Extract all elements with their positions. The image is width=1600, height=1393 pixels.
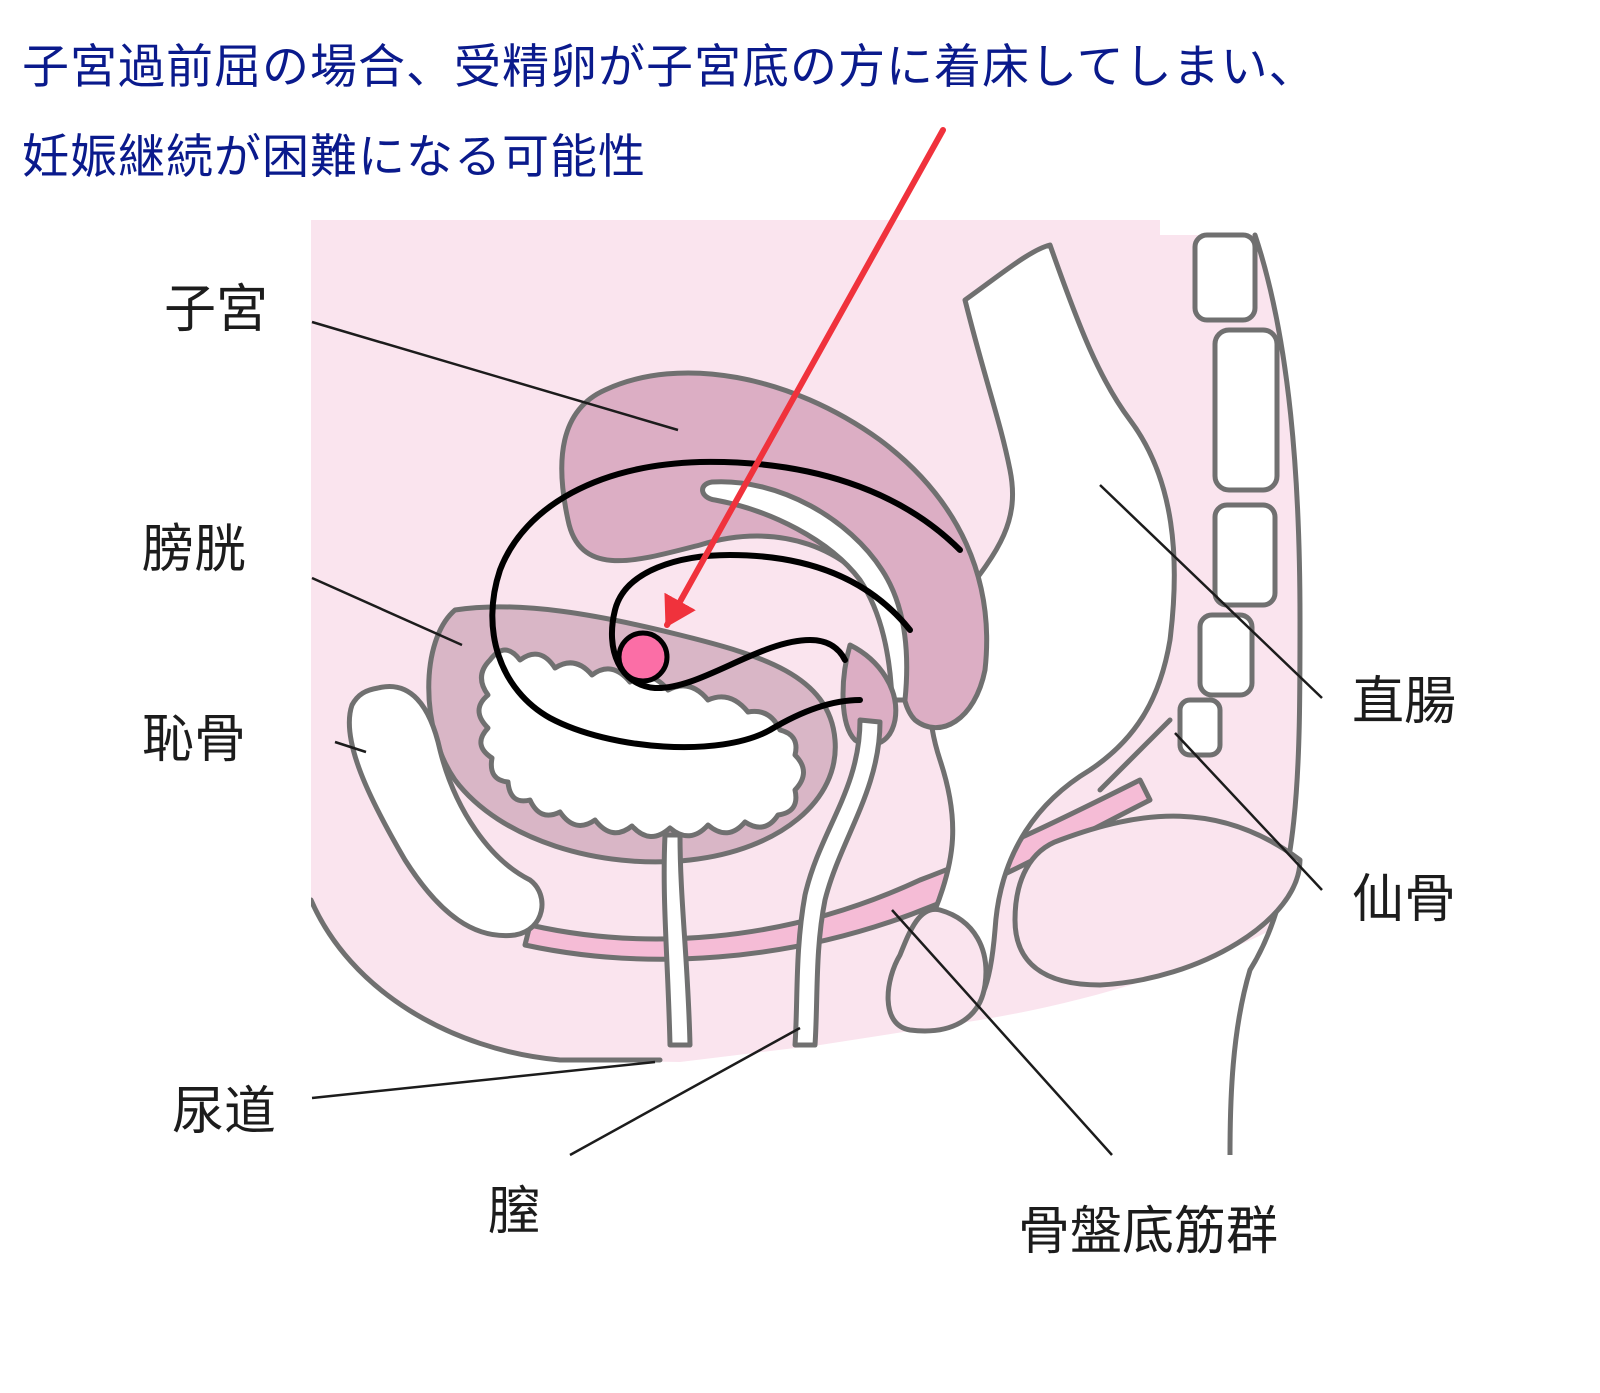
headline-line-1: 子宮過前屈の場合、受精卵が子宮底の方に着床してしまい、 — [22, 40, 1317, 95]
leader-sacrum — [1174, 732, 1323, 891]
red-arrow-icon — [664, 127, 946, 628]
flexion-outer-curve — [489, 458, 963, 751]
label-bladder: 膀胱 — [142, 520, 247, 580]
coccyx — [1177, 697, 1223, 758]
vertebra — [1197, 612, 1255, 698]
coccyx-tip — [1097, 717, 1173, 793]
perineum-area — [311, 900, 1325, 1155]
vagina-shape — [792, 717, 883, 1048]
leader-vagina — [569, 1026, 801, 1157]
label-pubic-bone: 恥骨 — [142, 710, 247, 770]
urethra-shape — [661, 832, 693, 1048]
uterine-flexion-line — [489, 458, 963, 751]
vertebra — [1212, 327, 1280, 493]
leader-rectum — [1099, 484, 1323, 699]
vertebra — [1212, 502, 1278, 608]
sacrum-outline — [1227, 232, 1303, 1155]
pelvic-floor-muscles — [522, 777, 1153, 962]
pubic-bone-shape — [346, 684, 545, 939]
sacrum-region — [1160, 220, 1325, 1155]
leader-pelvic-floor — [891, 909, 1113, 1156]
flexion-inner-curve — [608, 552, 913, 692]
headline-line-2: 妊娠継続が困難になる可能性 — [22, 130, 646, 185]
fertilized-egg-icon — [616, 630, 670, 684]
leader-bladder — [311, 576, 463, 647]
label-uterus: 子宮 — [164, 280, 269, 340]
vertebra — [1192, 232, 1258, 323]
label-vagina: 膣 — [488, 1182, 541, 1242]
label-rectum: 直腸 — [1352, 672, 1457, 732]
body-outline — [311, 897, 663, 1063]
leader-pubic-bone — [334, 740, 367, 754]
uterine-cavity — [700, 479, 910, 703]
perineal-body — [885, 906, 989, 1034]
leader-uterus — [311, 320, 679, 432]
posterior-tissue — [1012, 813, 1303, 988]
label-urethra: 尿道 — [172, 1082, 277, 1142]
label-sacrum: 仙骨 — [1352, 870, 1457, 930]
label-pelvic-floor: 骨盤底筋群 — [1018, 1202, 1279, 1262]
leader-urethra — [311, 1060, 656, 1100]
